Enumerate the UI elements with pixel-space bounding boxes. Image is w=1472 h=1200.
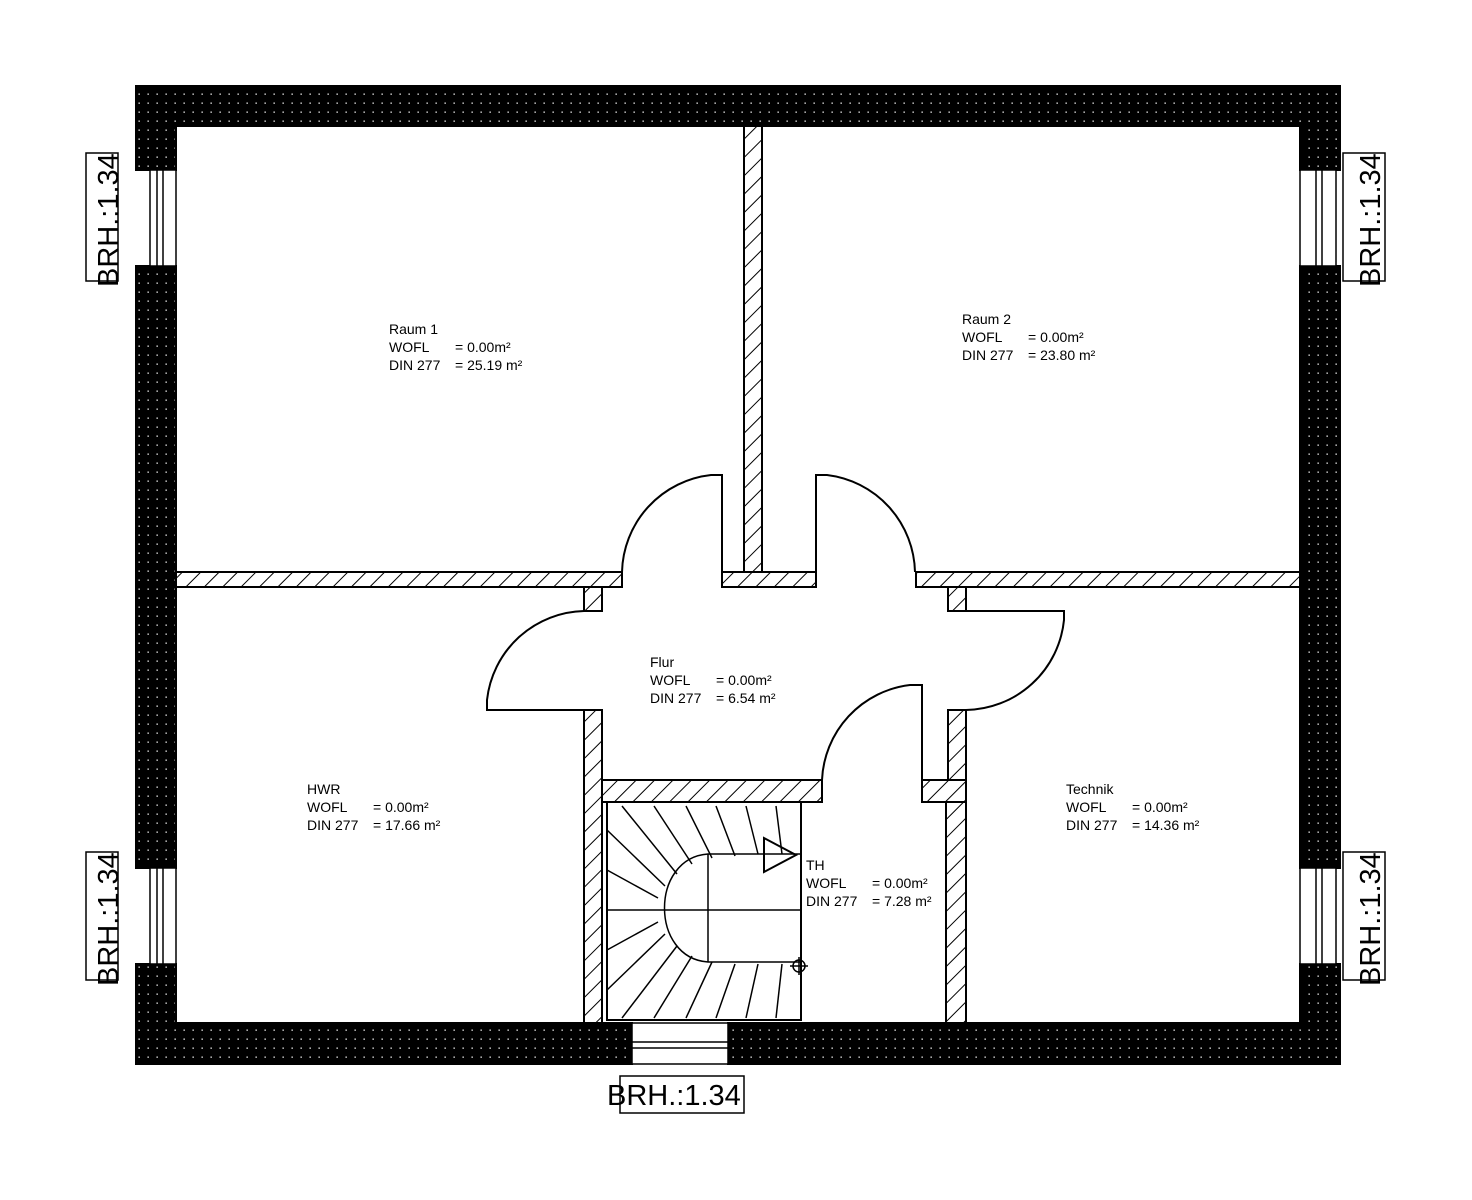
- window-south: [631, 1022, 729, 1065]
- din-value: = 7.28 m²: [872, 893, 932, 909]
- din-label: DIN 277: [1066, 817, 1118, 833]
- svg-text:BRH.:1.34: BRH.:1.34: [1355, 852, 1387, 986]
- din-label: DIN 277: [307, 817, 359, 833]
- svg-text:BRH.:1.34: BRH.:1.34: [607, 1080, 741, 1112]
- din-value: = 23.80 m²: [1028, 347, 1096, 363]
- din-value: = 14.36 m²: [1132, 817, 1200, 833]
- wofl-label: WOFL: [962, 329, 1003, 345]
- window-openings: [149, 169, 1337, 1065]
- din-value: = 6.54 m²: [716, 690, 776, 706]
- window-labels: BRH.:1.34 BRH.:1.34 BRH.:1.34 BRH.:1.34 …: [85, 152, 1387, 1114]
- din-value: = 17.66 m²: [373, 817, 441, 833]
- staircase: [606, 801, 808, 1021]
- room-name: HWR: [307, 781, 340, 797]
- door-raum2: [815, 474, 916, 573]
- room-name: TH: [806, 857, 825, 873]
- room-name: Raum 1: [389, 321, 438, 337]
- svg-text:BRH.:1.34: BRH.:1.34: [1355, 153, 1387, 287]
- brh-label-east-bottom: BRH.:1.34: [1342, 851, 1387, 986]
- door-raum1: [621, 474, 723, 573]
- room-name: Flur: [650, 654, 674, 670]
- wofl-value: = 0.00m²: [373, 799, 429, 815]
- room-label-th: TH WOFL = 0.00m² DIN 277 = 7.28 m²: [806, 857, 932, 909]
- room-label-technik: Technik WOFL = 0.00m² DIN 277 = 14.36 m²: [1066, 781, 1200, 833]
- wofl-label: WOFL: [650, 672, 691, 688]
- room-name: Technik: [1066, 781, 1114, 797]
- din-value: = 25.19 m²: [455, 357, 523, 373]
- wofl-value: = 0.00m²: [716, 672, 772, 688]
- wofl-label: WOFL: [307, 799, 348, 815]
- wofl-value: = 0.00m²: [455, 339, 511, 355]
- window-west-top: [149, 169, 177, 267]
- room-label-raum1: Raum 1 WOFL = 0.00m² DIN 277 = 25.19 m²: [389, 321, 523, 373]
- wofl-label: WOFL: [389, 339, 430, 355]
- svg-text:BRH.:1.34: BRH.:1.34: [93, 153, 125, 287]
- window-east-top: [1299, 169, 1337, 267]
- door-th: [821, 684, 923, 781]
- exterior-walls: [135, 85, 1341, 1065]
- window-east-bottom: [1299, 867, 1337, 965]
- wofl-label: WOFL: [1066, 799, 1107, 815]
- room-label-flur: Flur WOFL = 0.00m² DIN 277 = 6.54 m²: [650, 654, 776, 706]
- wofl-label: WOFL: [806, 875, 847, 891]
- window-west-bottom: [149, 867, 177, 965]
- din-label: DIN 277: [962, 347, 1014, 363]
- din-label: DIN 277: [389, 357, 441, 373]
- brh-label-east-top: BRH.:1.34: [1342, 152, 1387, 287]
- doors: [486, 474, 1065, 781]
- room-label-hwr: HWR WOFL = 0.00m² DIN 277 = 17.66 m²: [307, 781, 441, 833]
- brh-label-south: BRH.:1.34: [607, 1075, 745, 1114]
- door-hwr: [486, 610, 585, 711]
- wofl-value: = 0.00m²: [872, 875, 928, 891]
- room-label-raum2: Raum 2 WOFL = 0.00m² DIN 277 = 23.80 m²: [962, 311, 1096, 363]
- din-label: DIN 277: [650, 690, 702, 706]
- svg-text:BRH.:1.34: BRH.:1.34: [93, 852, 125, 986]
- brh-label-west-top: BRH.:1.34: [85, 152, 125, 287]
- room-name: Raum 2: [962, 311, 1011, 327]
- door-technik: [965, 610, 1065, 711]
- wofl-value: = 0.00m²: [1028, 329, 1084, 345]
- wofl-value: = 0.00m²: [1132, 799, 1188, 815]
- stair-arrow-icon: [763, 836, 799, 874]
- din-label: DIN 277: [806, 893, 858, 909]
- brh-label-west-bottom: BRH.:1.34: [85, 851, 125, 986]
- interior-walls: [175, 125, 1301, 1024]
